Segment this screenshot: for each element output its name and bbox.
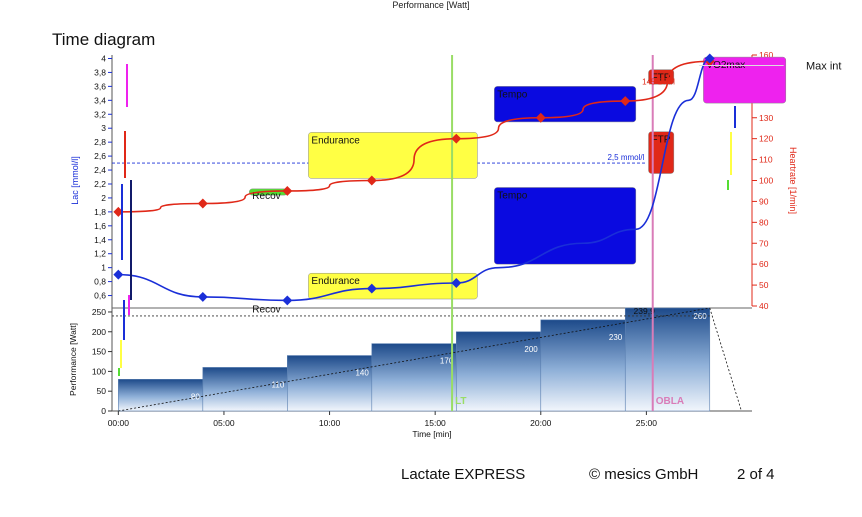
lactate-tick-label: 3,4 xyxy=(94,95,106,105)
lactate-tick-label: 1 xyxy=(101,263,106,273)
hr-zone-label: Tempo xyxy=(497,89,527,100)
performance-step-label: 110 xyxy=(272,380,285,389)
lactate-point xyxy=(113,269,124,280)
hr-zone-label: Endurance xyxy=(311,135,360,146)
performance-step-label: 200 xyxy=(524,345,538,354)
heartrate-point xyxy=(535,112,546,123)
heartrate-point xyxy=(197,198,208,209)
lactate-tick-label: 2,4 xyxy=(94,165,106,175)
performance-step-label: 260 xyxy=(693,312,707,321)
hr-zone-vo2max xyxy=(703,56,787,104)
performance-axis-caption: Performance [Watt] xyxy=(392,0,470,10)
lactate-tick-label: 3,8 xyxy=(94,67,106,77)
lactate-tick-label: 3,2 xyxy=(94,109,106,119)
heartrate-point xyxy=(113,206,124,217)
heartrate-point xyxy=(282,186,293,196)
heartrate-tick-label: 40 xyxy=(759,301,769,311)
heartrate-tick-label: 130 xyxy=(759,113,773,123)
performance-step xyxy=(287,355,373,412)
heartrate-point xyxy=(620,96,631,106)
heartrate-annotation: 145 BPM xyxy=(642,77,675,86)
performance-tick-label: 150 xyxy=(92,347,106,357)
lactate-tick-label: 0,6 xyxy=(94,291,106,301)
performance-tick-label: 250 xyxy=(92,307,106,317)
lactate-point xyxy=(704,53,715,64)
time-axis-label: Time [min] xyxy=(412,429,451,439)
performance-tick-label: 200 xyxy=(92,327,106,337)
performance-ramp-down xyxy=(709,307,742,412)
performance-tick-label: 100 xyxy=(92,366,106,376)
heartrate-tick-label: 160 xyxy=(759,50,773,60)
lactate-tick-label: 4 xyxy=(101,53,106,63)
performance-step-label: 230 xyxy=(609,333,623,342)
lactate-series-line xyxy=(118,57,711,302)
time-tick-label: 15:00 xyxy=(425,418,447,428)
lactate-zone-label: Tempo xyxy=(497,190,527,201)
lactate-tick-label: 2 xyxy=(101,193,106,203)
heartrate-tick-label: 80 xyxy=(759,217,769,227)
footer-page-number: 2 of 4 xyxy=(737,466,775,483)
hr-zone-label: Recov xyxy=(252,191,280,202)
lactate-tick-label: 2,2 xyxy=(94,179,106,189)
lactate-tick-label: 3,6 xyxy=(94,81,106,91)
heartrate-tick-label: 110 xyxy=(759,155,773,165)
max-int-label: Max int xyxy=(806,60,841,72)
lactate-tick-label: 0,8 xyxy=(94,277,106,287)
performance-step-label: 170 xyxy=(440,357,454,366)
lt-label: LT xyxy=(455,396,466,407)
obla-label: OBLA xyxy=(656,396,684,407)
lactate-axis-label: Lac [mmol/l] xyxy=(70,156,80,205)
lactate-zone-tempo xyxy=(494,187,637,265)
hr-zone-tempo xyxy=(494,86,637,123)
lactate-tick-label: 1,6 xyxy=(94,221,106,231)
lactate-tick-label: 2,6 xyxy=(94,151,106,161)
heartrate-point xyxy=(366,175,377,186)
lactate-point xyxy=(282,295,293,306)
lactate-point xyxy=(366,283,377,294)
time-tick-label: 05:00 xyxy=(213,418,235,428)
performance-tick-label: 50 xyxy=(97,386,107,396)
heartrate-tick-label: 50 xyxy=(759,280,769,290)
heartrate-axis-label: Heartrate [1/min] xyxy=(788,147,798,214)
lactate-zone-endurance xyxy=(308,272,478,300)
performance-step xyxy=(371,343,457,412)
heartrate-point xyxy=(451,133,462,144)
lactate-zone-label: Endurance xyxy=(311,276,360,287)
performance-tick-label: 0 xyxy=(101,406,106,416)
lactate-zone-label: FTP xyxy=(652,135,671,146)
heartrate-tick-label: 70 xyxy=(759,238,769,248)
performance-step xyxy=(540,319,626,412)
lactate-point xyxy=(451,278,462,288)
heartrate-tick-label: 120 xyxy=(759,134,773,144)
heartrate-tick-label: 60 xyxy=(759,259,769,269)
lactate-threshold-label: 2,5 mmol/l xyxy=(607,153,644,162)
footer-copyright: © mesics GmbH xyxy=(589,466,699,483)
lactate-tick-label: 1,8 xyxy=(94,207,106,217)
heartrate-tick-label: 90 xyxy=(759,196,769,206)
heartrate-series-line xyxy=(118,60,710,213)
time-tick-label: 00:00 xyxy=(108,418,130,428)
lactate-point xyxy=(197,291,208,302)
performance-threshold-label: 239,9 xyxy=(634,306,656,316)
performance-step xyxy=(624,307,711,412)
hr-zone-label: FTP xyxy=(652,73,671,84)
performance-step xyxy=(455,331,542,412)
performance-step-label: 140 xyxy=(355,369,369,378)
time-tick-label: 25:00 xyxy=(636,418,658,428)
lactate-zone-label: Recov xyxy=(252,304,280,315)
lactate-tick-label: 1,2 xyxy=(94,249,106,259)
time-tick-label: 20:00 xyxy=(530,418,552,428)
performance-ramp-line xyxy=(118,307,710,412)
lactate-tick-label: 2,8 xyxy=(94,137,106,147)
lactate-tick-label: 3 xyxy=(101,123,106,133)
performance-step xyxy=(118,379,204,412)
heartrate-tick-label: 100 xyxy=(759,176,773,186)
lactate-tick-label: 1,4 xyxy=(94,235,106,245)
page-title: Time diagram xyxy=(52,30,156,49)
performance-step-label: 80 xyxy=(191,392,200,401)
time-tick-label: 10:00 xyxy=(319,418,341,428)
performance-axis-label: Performance [Watt] xyxy=(68,323,78,396)
footer-product: Lactate EXPRESS xyxy=(401,466,526,483)
